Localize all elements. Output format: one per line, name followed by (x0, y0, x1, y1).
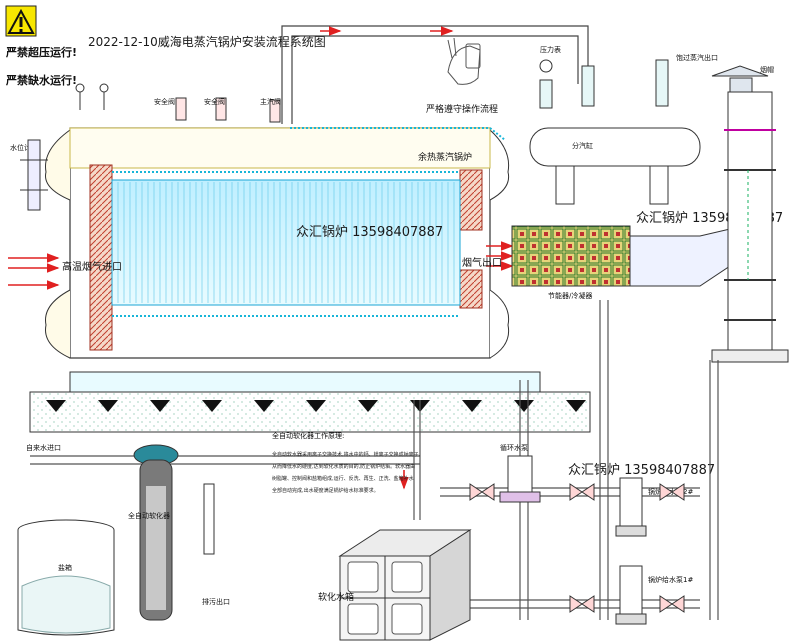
salt-tank-label: 盐箱 (58, 563, 72, 572)
softened-tank-label: 软化水箱 (318, 591, 354, 603)
ground-wedge (566, 400, 586, 412)
water-gauge-label: 水位计 (10, 143, 31, 152)
ground-wedge (150, 400, 170, 412)
auto-softener-label: 全自动软化器 (128, 511, 170, 520)
ground-wedge (358, 400, 378, 412)
hot-flue-inlet-label: 高温烟气进口 (62, 260, 122, 273)
chimney-label: 烟帽 (760, 65, 774, 74)
ground-wedge (514, 400, 534, 412)
water-inlet-label: 自来水进口 (26, 443, 61, 452)
ground-wedges (46, 400, 586, 412)
warning-text-lowwater: 严禁缺水运行! (5, 73, 77, 87)
softener-desc-title: 全自动软化器工作原理: (272, 431, 344, 440)
economizer-label: 节能器/冷凝器 (548, 291, 592, 300)
safety-valve-label-1: 安全阀 (154, 97, 175, 106)
watermark-bottom: 众汇锅炉 13598407887 (568, 462, 715, 478)
water-gauge-icon (20, 139, 48, 211)
pressure-gauge-icon-left (75, 83, 109, 110)
hand-icon (447, 37, 481, 85)
valve-markers (469, 483, 685, 613)
drain-outlet-label: 排污出口 (202, 597, 230, 606)
feed-pump-2 (615, 477, 647, 537)
strict-operation-label: 严格遵守操作流程 (426, 103, 498, 115)
ground-wedge (462, 400, 482, 412)
steam-drum-label: 分汽缸 (572, 141, 593, 150)
feed-pump-1-label: 锅炉给水泵1# (648, 575, 693, 584)
main-valve-label: 主汽阀 (260, 97, 281, 106)
auto-softener (133, 444, 179, 621)
steam-drum (529, 127, 701, 205)
drain-filter (203, 483, 215, 555)
ground-wedge (46, 400, 66, 412)
tube-lines (117, 182, 455, 303)
refractory-wall-left (89, 164, 113, 351)
warning-icon (5, 5, 37, 37)
foundation (29, 371, 591, 433)
circulation-pump-label: 循环水泵 (500, 443, 528, 452)
economizer (511, 225, 631, 287)
superheated-outlet-label: 饱过蒸汽出口 (676, 53, 718, 62)
waste-heat-boiler-label: 余热蒸汽锅炉 (418, 151, 472, 163)
ground-wedge (306, 400, 326, 412)
softened-water-tank (338, 529, 472, 641)
safety-valve-icon (175, 97, 281, 123)
softener-desc-line-3: 树脂罐、控制阀和盐箱组成,运行、反洗、再生、正洗、盐箱补水 (272, 475, 414, 482)
safety-valve-label-2: 安全阀 (204, 97, 225, 106)
pressure-gauge-label: 压力表 (540, 45, 561, 54)
circulation-pump (499, 455, 541, 503)
softener-desc-line-4: 全部自动完成,出水硬度满足锅炉给水标准要求。 (272, 487, 379, 494)
chimney (711, 65, 789, 363)
drum-valves (539, 59, 669, 109)
ground-wedge (98, 400, 118, 412)
ground-wedge (254, 400, 274, 412)
main-steam-pipe (281, 25, 589, 124)
refractory-wall-right-bottom (459, 269, 483, 309)
watermark-center: 众汇锅炉 13598407887 (296, 224, 443, 240)
feed-pump-1 (615, 565, 647, 625)
refractory-wall-right-top (459, 169, 483, 231)
softener-desc-line-2: 从而降低水的硬度,达到软化水质的目的,防止锅炉结垢。软水器由 (272, 463, 415, 470)
pressure-gauge-icon (539, 59, 553, 73)
warning-text-overpressure: 严禁超压运行! (5, 45, 77, 59)
steam-header-boundary (290, 127, 506, 141)
flue-outlet-label: 烟气出口 (462, 256, 502, 269)
salt-tank (17, 519, 115, 636)
ground-wedge (202, 400, 222, 412)
diagram-title: 2022-12-10威海电蒸汽锅炉安装流程系统图 (88, 34, 326, 49)
softener-desc-line-1: 全自动软水器采用离子交换技术,将水中的钙、镁离子交换成钠离子, (272, 451, 421, 458)
